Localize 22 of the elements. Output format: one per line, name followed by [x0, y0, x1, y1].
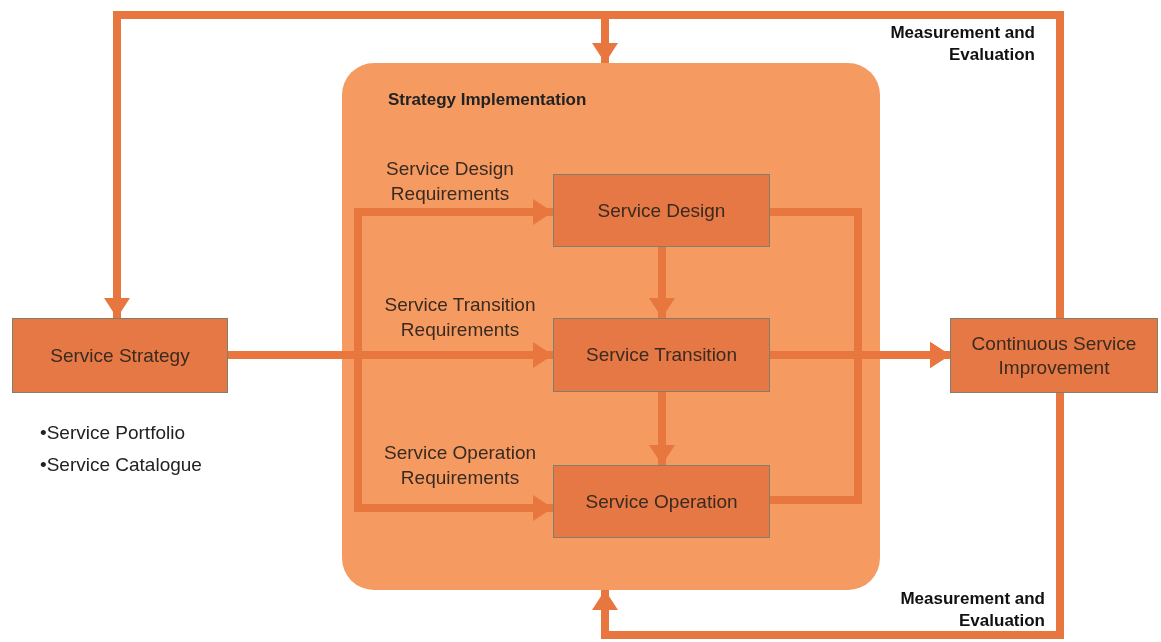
bullet-item: •Service Portfolio: [40, 422, 186, 444]
panel-title: Strategy Implementation: [388, 90, 587, 110]
bullet-item: •Service Catalogue: [40, 454, 202, 476]
process-box: [12, 318, 228, 393]
arrow: [649, 392, 675, 465]
process-box: [553, 174, 770, 247]
box-label: Service Operation: [584, 489, 739, 514]
group-panel: [342, 63, 880, 590]
edge-label: Service Operation Requirements: [382, 441, 538, 490]
box-label: Service Strategy: [49, 343, 191, 368]
arrow: [592, 393, 1064, 639]
edge-label: Service Design Requirements: [385, 157, 515, 206]
edge-label: Service Transition Requirements: [383, 293, 537, 342]
box-label: Service Design: [596, 198, 727, 223]
box-label: Continuous Service Improvement: [970, 331, 1138, 380]
process-box: [950, 318, 1158, 393]
arrow: [649, 247, 675, 318]
box-label: Service Transition: [585, 343, 738, 367]
edge-label: Measurement and Evaluation: [899, 588, 1045, 633]
process-box: [553, 465, 770, 538]
edge-label: Measurement and Evaluation: [889, 22, 1035, 67]
process-box: [553, 318, 770, 392]
